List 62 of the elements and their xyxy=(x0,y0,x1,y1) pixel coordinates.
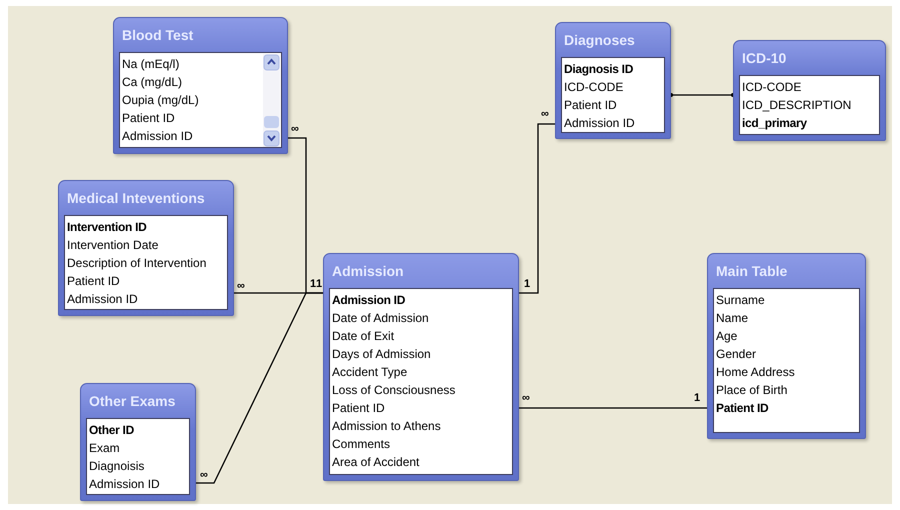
field-name: Accident Type xyxy=(332,364,408,381)
table-title: Diagnoses xyxy=(563,31,636,50)
relationship-line xyxy=(669,93,735,97)
field-name: Gender xyxy=(716,346,756,363)
cardinality-label: 1 xyxy=(524,279,530,290)
field-name: Admission to Athens xyxy=(332,418,441,435)
field-name: Description of Intervention xyxy=(67,255,206,272)
cardinality-label: ∞ xyxy=(291,124,299,135)
field-name: ICD-CODE xyxy=(564,79,624,96)
field-name: Patient ID xyxy=(67,273,120,290)
field-name: Patient ID xyxy=(122,110,175,127)
cardinality-label: 1 xyxy=(694,393,700,404)
cardinality-label: 1 xyxy=(310,279,316,290)
field-name: Date of Exit xyxy=(332,328,394,345)
cardinality-label: ∞ xyxy=(522,393,530,404)
table-title: ICD-10 xyxy=(741,49,788,68)
field-name: ICD_DESCRIPTION xyxy=(742,97,852,114)
field-name: Diagnoisis xyxy=(89,458,144,475)
table-window xyxy=(555,22,671,139)
cardinality-label: ∞ xyxy=(541,109,549,120)
field-name: Admission ID xyxy=(89,476,160,493)
field-name: Surname xyxy=(716,292,765,309)
table-title: Main Table xyxy=(715,262,788,281)
field-name: Other ID xyxy=(89,422,134,439)
field-name: Diagnosis ID xyxy=(564,61,634,78)
field-name: Date of Admission xyxy=(332,310,429,327)
field-name: Patient ID xyxy=(716,400,768,417)
field-name: Place of Birth xyxy=(716,382,788,399)
field-name: Admission ID xyxy=(122,128,193,145)
field-name: icd_primary xyxy=(742,115,807,132)
field-name: Ca (mg/dL) xyxy=(122,74,182,91)
field-name: ICD-CODE xyxy=(742,79,802,96)
field-name: Admission ID xyxy=(564,115,635,132)
cardinality-label: ∞ xyxy=(200,470,208,481)
field-name: Patient ID xyxy=(332,400,385,417)
cardinality-label: 1 xyxy=(316,279,322,290)
table-title: Medical Inteventions xyxy=(66,189,206,208)
table-title: Other Exams xyxy=(88,392,176,411)
field-name: Admission ID xyxy=(67,291,138,308)
table-title: Blood Test xyxy=(121,26,194,45)
field-name: Admission ID xyxy=(332,292,406,309)
field-name: Age xyxy=(716,328,738,345)
field-name: Exam xyxy=(89,440,120,457)
field-name: Loss of Consciousness xyxy=(332,382,456,399)
field-name: Name xyxy=(716,310,748,327)
table-window xyxy=(733,40,886,141)
field-name: Intervention ID xyxy=(67,219,147,236)
field-name: Intervention Date xyxy=(67,237,158,254)
field-name: Comments xyxy=(332,436,390,453)
field-name: Oupia (mg/dL) xyxy=(122,92,199,109)
table-title: Admission xyxy=(331,262,405,281)
table-window xyxy=(113,17,288,154)
table-window xyxy=(323,253,519,481)
field-name: Days of Admission xyxy=(332,346,431,363)
cardinality-label: ∞ xyxy=(237,281,245,292)
field-name: Area of Accident xyxy=(332,454,420,471)
field-name: Patient ID xyxy=(564,97,617,114)
field-name: Na (mEq/l) xyxy=(122,56,180,73)
table-window xyxy=(707,253,866,439)
field-name: Home Address xyxy=(716,364,795,381)
table-window xyxy=(58,180,234,316)
table-window xyxy=(80,383,196,501)
